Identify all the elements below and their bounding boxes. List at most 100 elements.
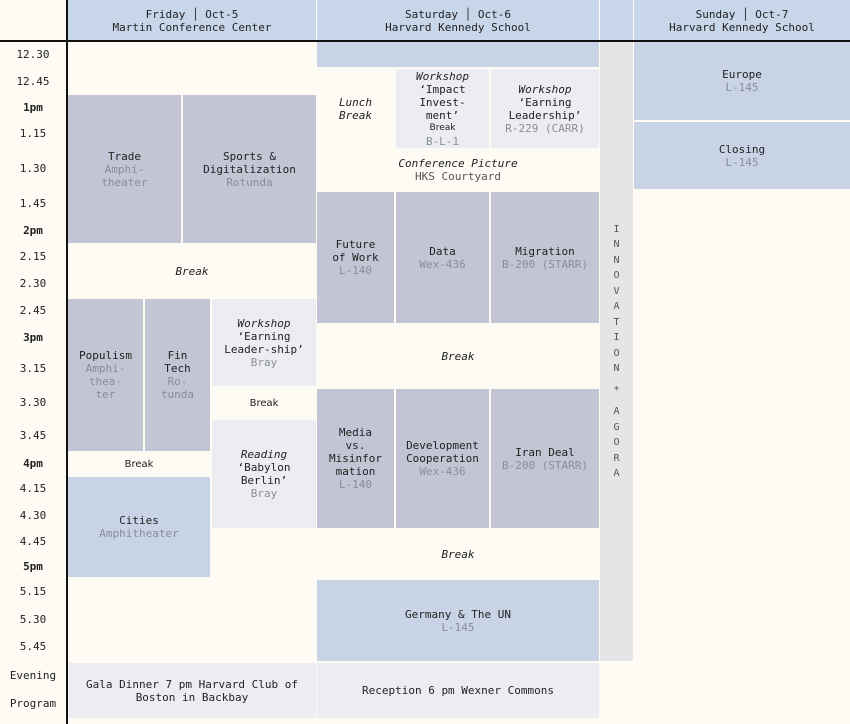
time-label: 12.30 <box>16 48 50 61</box>
header-divider <box>0 40 850 42</box>
session-title: Migration <box>515 244 575 258</box>
time-label: Program <box>9 697 57 710</box>
header-saturday-day: Saturday │ Oct-6 <box>405 8 511 21</box>
break-label: Break <box>124 458 154 470</box>
header-friday-venue: Martin Conference Center <box>112 21 272 34</box>
agora-letter: T <box>613 316 620 328</box>
session-kind: Workshop <box>237 316 291 330</box>
header-saturday: Saturday │ Oct-6 Harvard Kennedy School <box>317 0 599 40</box>
session-kind: Workshop <box>416 69 469 83</box>
session-room: L-145 <box>725 155 759 169</box>
break-label: Break <box>441 349 475 363</box>
session-data[interactable]: Data Wex-436 <box>396 192 489 323</box>
session-fintech[interactable]: Fin Tech Ro- tunda <box>145 299 210 451</box>
session-europe[interactable]: Europe L-145 <box>634 42 850 120</box>
session-title: Data <box>429 244 456 258</box>
time-label: 1.30 <box>19 162 47 175</box>
lunch-break: Lunch Break <box>317 69 394 148</box>
agora-letter: A <box>613 468 620 479</box>
break-label: Break <box>249 397 279 409</box>
agora-letter: O <box>613 270 620 281</box>
time-label: 3.30 <box>19 396 47 409</box>
session-room: Ro- tunda <box>160 375 195 401</box>
time-label: 5.15 <box>19 585 47 598</box>
session-room: Rotunda <box>226 175 273 189</box>
agora-letter: * <box>613 384 620 396</box>
session-iran-deal[interactable]: Iran Deal B-200 (STARR) <box>491 389 599 528</box>
session-title: Development Cooperation <box>406 439 479 465</box>
session-workshop-impact-investment[interactable]: Workshop ‘Impact Invest- ment’ Break B-L… <box>396 69 489 148</box>
session-room: Amphi- theater <box>101 162 148 189</box>
time-label: 4.30 <box>19 509 47 522</box>
session-room: B-200 (STARR) <box>501 458 589 472</box>
time-label: 2.15 <box>19 250 47 263</box>
session-title: Populism <box>79 349 132 362</box>
break-friday-3: Break <box>68 453 210 475</box>
session-media-misinformation[interactable]: Media vs. Misinfor mation L-140 <box>317 389 394 528</box>
session-germany-un[interactable]: Germany & The UN L-145 <box>317 580 599 661</box>
agora-letter: O <box>613 347 620 359</box>
break-friday-2: Break <box>212 388 316 418</box>
session-break-note: Break <box>429 122 456 133</box>
session-workshop-earning-leadership-sat[interactable]: Workshop ‘Earning Leadership’ R-229 (CAR… <box>491 69 599 148</box>
break-label: Break <box>441 547 475 561</box>
time-label: 4.15 <box>19 482 47 495</box>
time-label: 5.30 <box>19 613 47 626</box>
session-room: B-L-1 <box>425 134 460 148</box>
session-reading-babylon-berlin[interactable]: Reading ‘Babylon Berlin’ Bray <box>212 420 316 528</box>
session-closing[interactable]: Closing L-145 <box>634 122 850 189</box>
time-label: 4.45 <box>19 535 47 548</box>
time-label: 4pm <box>23 457 43 470</box>
agora-letter: N <box>613 254 620 266</box>
session-room: Wex-436 <box>419 465 466 478</box>
session-title: ‘Earning Leadership’ <box>508 95 582 122</box>
event-location: HKS Courtyard <box>414 170 502 183</box>
session-kind: Workshop <box>518 82 572 96</box>
agora-letter: A <box>613 406 620 417</box>
session-kind: Reading <box>240 448 288 461</box>
innovation-agora-column[interactable]: I N N O V A T I O N * A G O R A <box>600 42 633 661</box>
header-corner <box>0 0 67 40</box>
session-trade[interactable]: Trade Amphi- theater <box>68 95 181 243</box>
time-label: Evening <box>9 669 57 682</box>
session-room: L-140 <box>338 264 373 277</box>
evening-label: Gala Dinner 7 pm Harvard Club of Boston … <box>86 677 298 704</box>
session-cities[interactable]: Cities Amphitheater <box>68 477 210 577</box>
header-sunday-venue: Harvard Kennedy School <box>669 21 815 34</box>
session-development-cooperation[interactable]: Development Cooperation Wex-436 <box>396 389 489 528</box>
agora-letter: V <box>613 285 620 297</box>
time-label: 5pm <box>23 560 43 573</box>
session-title: Fin Tech <box>164 349 191 375</box>
session-room: Bray <box>250 487 278 500</box>
session-title: Europe <box>722 68 762 81</box>
session-room: Amphi- thea- ter <box>85 362 126 401</box>
session-room: L-140 <box>338 478 373 491</box>
evening-gala-dinner[interactable]: Gala Dinner 7 pm Harvard Club of Boston … <box>68 663 316 718</box>
session-title: ‘Babylon Berlin’ <box>237 461 291 487</box>
agora-letter: I <box>613 332 620 343</box>
session-migration[interactable]: Migration B-200 (STARR) <box>491 192 599 323</box>
session-title: Germany & The UN <box>405 607 511 621</box>
session-future-of-work[interactable]: Future of Work L-140 <box>317 192 394 323</box>
time-label: 1.45 <box>19 197 47 210</box>
session-room: L-145 <box>725 81 759 94</box>
event-title: Conference Picture <box>398 157 518 170</box>
session-title: Sports & Digitalization <box>203 149 296 176</box>
session-populism[interactable]: Populism Amphi- thea- ter <box>68 299 143 451</box>
session-room: B-200 (STARR) <box>501 257 589 271</box>
session-saturday-morning[interactable] <box>317 42 599 67</box>
session-sports-digitalization[interactable]: Sports & Digitalization Rotunda <box>183 95 316 243</box>
header-friday-day: Friday │ Oct-5 <box>145 8 239 21</box>
session-title: ‘Impact Invest- ment’ <box>419 82 466 122</box>
session-workshop-earning-leadership[interactable]: Workshop ‘Earning Leader-ship’ Bray <box>212 299 316 386</box>
agora-letter: N <box>613 363 620 374</box>
agora-letter: G <box>613 421 620 433</box>
agora-letter: R <box>613 452 620 464</box>
session-room: L-145 <box>441 620 475 634</box>
header-saturday-venue: Harvard Kennedy School <box>385 21 531 34</box>
session-title: Closing <box>718 142 766 156</box>
evening-reception[interactable]: Reception 6 pm Wexner Commons <box>317 663 599 718</box>
time-column-divider <box>66 0 68 724</box>
session-title: Cities <box>119 514 159 527</box>
agora-letter: N <box>613 239 620 250</box>
